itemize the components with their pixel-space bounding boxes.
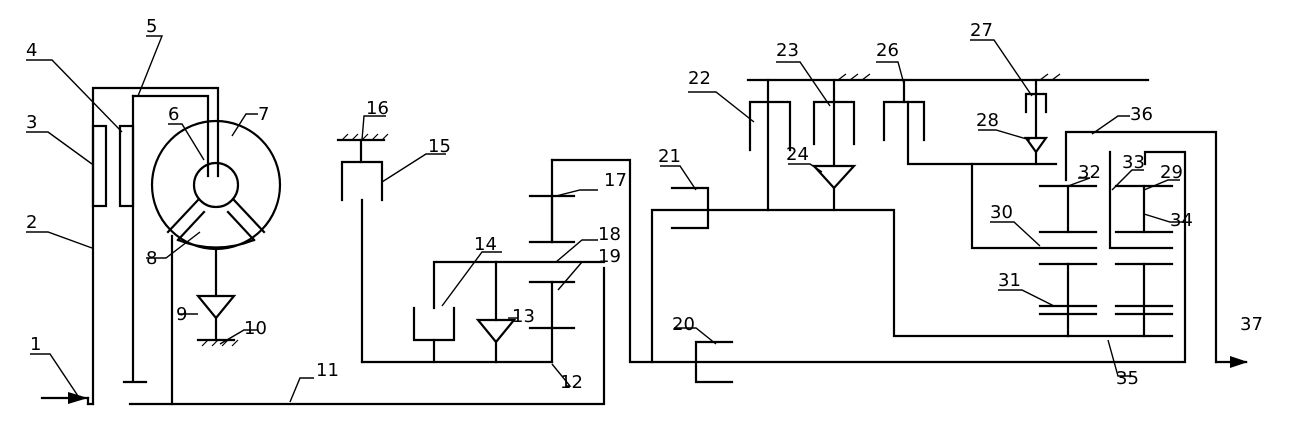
label-34: 34 bbox=[1170, 210, 1193, 231]
label-18: 18 bbox=[598, 224, 621, 245]
part-labels: 1 2 3 4 5 6 7 8 9 10 11 12 13 14 15 16 1… bbox=[26, 16, 1263, 393]
label-4: 4 bbox=[26, 40, 37, 61]
label-14: 14 bbox=[474, 234, 497, 255]
label-29: 29 bbox=[1160, 162, 1183, 183]
label-5: 5 bbox=[146, 16, 157, 37]
label-31: 31 bbox=[998, 270, 1021, 291]
label-28: 28 bbox=[976, 110, 999, 131]
label-3: 3 bbox=[26, 112, 37, 133]
leader-lines bbox=[26, 35, 1184, 403]
label-7: 7 bbox=[258, 104, 269, 125]
label-32: 32 bbox=[1078, 162, 1101, 183]
label-26: 26 bbox=[876, 40, 899, 61]
label-22: 22 bbox=[688, 68, 711, 89]
label-24: 24 bbox=[786, 144, 809, 165]
middle-assembly bbox=[336, 133, 1187, 364]
label-16: 16 bbox=[366, 98, 389, 119]
input-shaft-assembly bbox=[40, 86, 220, 406]
label-12: 12 bbox=[560, 372, 583, 393]
label-30: 30 bbox=[990, 202, 1013, 223]
label-35: 35 bbox=[1116, 368, 1139, 389]
right-assembly bbox=[650, 73, 1248, 384]
label-19: 19 bbox=[598, 246, 621, 267]
label-21: 21 bbox=[658, 146, 681, 167]
label-33: 33 bbox=[1122, 152, 1145, 173]
label-8: 8 bbox=[146, 248, 157, 269]
label-10: 10 bbox=[244, 318, 267, 339]
label-13: 13 bbox=[512, 306, 535, 327]
label-15: 15 bbox=[428, 136, 451, 157]
label-11: 11 bbox=[316, 360, 339, 381]
label-9: 9 bbox=[176, 304, 187, 325]
label-6: 6 bbox=[168, 104, 179, 125]
main-shaft bbox=[128, 266, 606, 406]
label-36: 36 bbox=[1130, 104, 1153, 125]
label-23: 23 bbox=[776, 40, 799, 61]
label-17: 17 bbox=[604, 170, 627, 191]
label-37: 37 bbox=[1240, 314, 1263, 335]
torque-converter bbox=[150, 119, 282, 406]
label-1: 1 bbox=[30, 334, 41, 355]
label-2: 2 bbox=[26, 212, 37, 233]
label-27: 27 bbox=[970, 20, 993, 41]
label-20: 20 bbox=[672, 314, 695, 335]
